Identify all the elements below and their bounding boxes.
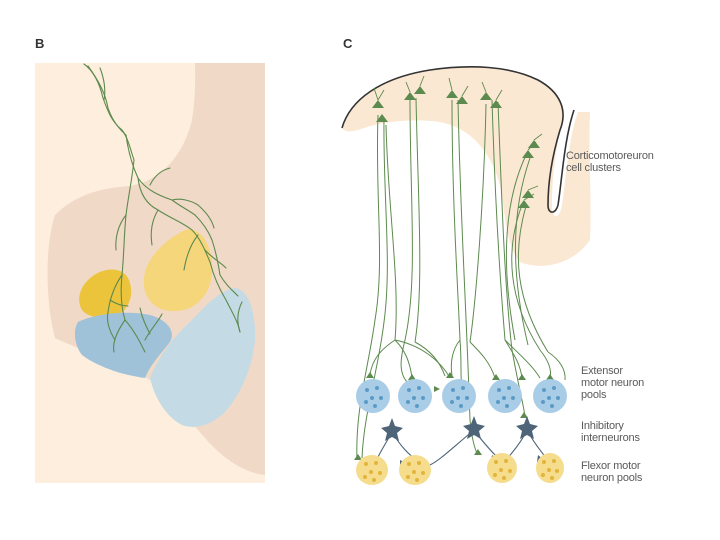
extensor-pool bbox=[488, 379, 522, 413]
flexor-pool bbox=[356, 455, 388, 485]
extensor-pool bbox=[442, 379, 476, 413]
extensor-pool bbox=[356, 379, 390, 413]
pyramidal-cell bbox=[376, 114, 388, 122]
panel-b bbox=[35, 63, 265, 483]
label-extensor-pools: Extensor motor neuron pools bbox=[581, 365, 644, 401]
pyramidal-cell bbox=[480, 92, 492, 100]
panel-c-letter: C bbox=[343, 36, 353, 51]
interneuron-star bbox=[381, 418, 403, 441]
flexor-pool bbox=[536, 453, 564, 483]
synaptic-terminals bbox=[354, 372, 554, 460]
pyramidal-cell bbox=[456, 96, 468, 104]
pyramidal-cell bbox=[522, 150, 534, 158]
label-line: Extensor bbox=[581, 365, 623, 377]
flexor-pool bbox=[487, 453, 517, 483]
pyramidal-cell bbox=[446, 90, 458, 98]
cortex-outline bbox=[341, 66, 575, 213]
interneuron-star bbox=[463, 416, 485, 439]
label-line: interneurons bbox=[581, 432, 640, 444]
panel-b-letter: B bbox=[35, 36, 45, 51]
extensor-pool bbox=[398, 379, 432, 413]
panel-c bbox=[341, 66, 591, 485]
pyramidal-cell bbox=[414, 86, 426, 94]
cortex-gyrus bbox=[342, 66, 591, 266]
motor-nucleus-blue-right bbox=[150, 288, 256, 427]
motor-nucleus-yellow-right bbox=[143, 229, 213, 312]
pyramidal-cell bbox=[490, 100, 502, 108]
label-line: pools bbox=[581, 389, 607, 401]
label-line: motor neuron bbox=[581, 377, 645, 389]
interneuron-connections bbox=[375, 429, 547, 466]
label-line: Inhibitory bbox=[581, 420, 624, 432]
label-flexor-pools: Flexor motor neuron pools bbox=[581, 460, 642, 484]
flexor-pools bbox=[356, 453, 564, 485]
extensor-pool bbox=[533, 379, 567, 413]
interneuron-star bbox=[516, 416, 538, 439]
pyramidal-cell bbox=[372, 100, 384, 108]
label-line: Corticomotoreuron bbox=[566, 150, 654, 162]
pyramidal-cell bbox=[404, 92, 416, 100]
extensor-pools bbox=[356, 379, 567, 413]
terminal-arbor bbox=[83, 63, 243, 353]
pyramidal-cell bbox=[518, 200, 530, 208]
label-corticomotoneuron-clusters: Corticomotoreuron cell clusters bbox=[566, 150, 654, 174]
flexor-pool bbox=[399, 455, 431, 485]
apical-dendrites bbox=[373, 75, 543, 201]
label-inhibitory-interneurons: Inhibitory interneurons bbox=[581, 420, 640, 444]
corticospinal-axons bbox=[356, 97, 566, 461]
label-line: Flexor motor bbox=[581, 460, 641, 472]
label-line: cell clusters bbox=[566, 162, 621, 174]
label-line: neuron pools bbox=[581, 472, 643, 484]
